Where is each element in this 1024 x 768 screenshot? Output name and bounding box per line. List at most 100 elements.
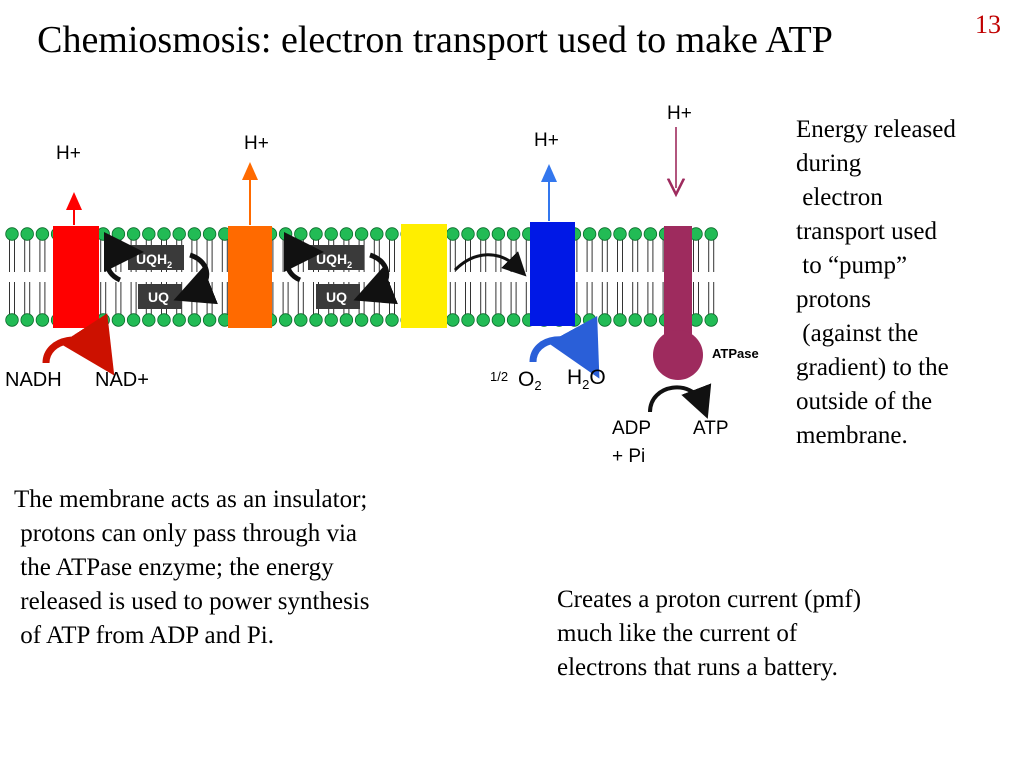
phospholipid-head — [628, 313, 642, 327]
atpase-stalk — [664, 226, 692, 344]
uq-label-1: UQ — [148, 289, 169, 305]
phospholipid-head — [339, 227, 354, 241]
proton-label-1: H+ — [56, 143, 81, 164]
slide-title: Chemiosmosis: electron transport used to… — [37, 19, 833, 61]
phospholipid-head — [506, 313, 521, 327]
atpase-head — [653, 330, 703, 380]
pi-label: + Pi — [612, 446, 645, 467]
uq-label-2: UQ — [326, 289, 347, 305]
phospholipid-head — [309, 227, 323, 241]
phospholipid-head — [111, 313, 126, 327]
phospholipid-head — [20, 313, 34, 327]
uqh2-label-1: UQH — [136, 251, 167, 267]
phospholipid-head — [294, 313, 308, 327]
text-line: of ATP from ADP and Pi. — [14, 622, 274, 649]
phospholipid-head — [385, 313, 399, 327]
carrier-box-group-2: UQH2 UQ — [283, 232, 399, 309]
electron-flow-arrow — [453, 251, 527, 277]
complex-1 — [53, 226, 99, 328]
phospholipid-head — [309, 313, 323, 327]
text-line: the ATPase enzyme; the energy — [14, 554, 334, 581]
complex-3 — [401, 224, 447, 328]
phospholipid-head — [446, 313, 460, 327]
phospholipid-head — [157, 227, 171, 241]
phospholipid-head — [187, 313, 202, 327]
svg-text:1/2: 1/2 — [490, 369, 508, 384]
phospholipid-head — [5, 313, 19, 327]
text-line: outside of the — [796, 388, 933, 415]
phospholipid-head — [354, 313, 369, 327]
phospholipid-head — [704, 313, 718, 327]
phospholipid-head — [157, 313, 171, 327]
text-line: much like the current of — [557, 620, 798, 647]
atp-synthesis-arrow — [648, 383, 712, 419]
proton-label-2: H+ — [244, 133, 269, 154]
phospholipid-head — [35, 227, 50, 241]
phospholipid-head — [598, 313, 612, 327]
text-line: The membrane acts as an insulator; — [14, 486, 368, 513]
phospholipid-head — [5, 227, 19, 241]
phospholipid-head — [20, 227, 34, 241]
h2o-h-label: H — [567, 366, 582, 389]
text-line: Energy released — [796, 116, 956, 143]
phospholipid-head — [294, 227, 308, 241]
uqh2-label-2: UQH — [316, 251, 347, 267]
text-line: protons — [796, 286, 871, 313]
h2o-o-label: O — [589, 366, 605, 389]
phospholipid-head — [643, 313, 658, 327]
text-line: transport used — [796, 218, 937, 245]
uqh2-subscript-2: 2 — [347, 260, 352, 270]
phospholipid-head — [278, 313, 293, 327]
phospholipid-head — [142, 227, 156, 241]
phospholipid-head — [491, 227, 506, 241]
phospholipid-head — [324, 313, 338, 327]
text-line: Creates a proton current (pmf) — [557, 586, 862, 613]
slide-number: 13 — [975, 10, 1001, 39]
text-line: (against the — [796, 320, 919, 347]
half-label: 1/2 — [490, 369, 508, 384]
energy-description: Energy released during electron transpor… — [796, 113, 1022, 453]
nad-label: NAD+ — [95, 369, 149, 391]
phospholipid-head — [385, 227, 399, 241]
phospholipid-head — [628, 227, 642, 241]
proton-current-description: Creates a proton current (pmf) much like… — [557, 583, 1017, 685]
phospholipid-head — [172, 313, 186, 327]
carrier-box-group-1: UQH2 UQ — [103, 232, 219, 309]
phospholipid-head — [643, 227, 658, 241]
o2-label: O — [518, 368, 534, 391]
phospholipid-head — [187, 227, 202, 241]
text-line: protons can only pass through via — [14, 520, 358, 547]
phospholipid-head — [446, 227, 460, 241]
membrane-description: The membrane acts as an insulator; proto… — [14, 483, 514, 653]
complex-4 — [530, 222, 575, 326]
phospholipid-head — [126, 227, 141, 241]
uqh2-subscript-1: 2 — [167, 260, 172, 270]
nadh-label: NADH — [5, 369, 62, 391]
phospholipid-head — [461, 227, 475, 241]
phospholipid-head — [111, 227, 126, 241]
adp-label: ADP — [612, 418, 651, 439]
phospholipid-head — [370, 313, 384, 327]
phospholipid-head — [202, 227, 217, 241]
proton-label-4: H+ — [667, 103, 692, 124]
phospholipid-head — [354, 227, 369, 241]
phospholipid-head — [506, 227, 521, 241]
o2-subscript: 2 — [534, 378, 541, 393]
svg-text:H2O: H2O — [567, 366, 606, 392]
phospholipid-head — [461, 313, 475, 327]
phospholipid-head — [142, 313, 156, 327]
phospholipid-head — [172, 227, 186, 241]
nadh-curved-arrow — [42, 313, 115, 376]
phospholipid-head — [35, 313, 50, 327]
atpase-label: ATPase — [712, 346, 759, 361]
phospholipid-head — [339, 313, 354, 327]
phospholipid-head — [202, 313, 217, 327]
text-line: released is used to power synthesis — [14, 588, 370, 615]
phospholipid-head — [278, 227, 293, 241]
text-line: during — [796, 150, 862, 177]
proton-label-3: H+ — [534, 130, 559, 151]
phospholipid-head — [582, 227, 597, 241]
phospholipid-head — [613, 313, 627, 327]
h2o-subscript: 2 — [582, 377, 589, 392]
